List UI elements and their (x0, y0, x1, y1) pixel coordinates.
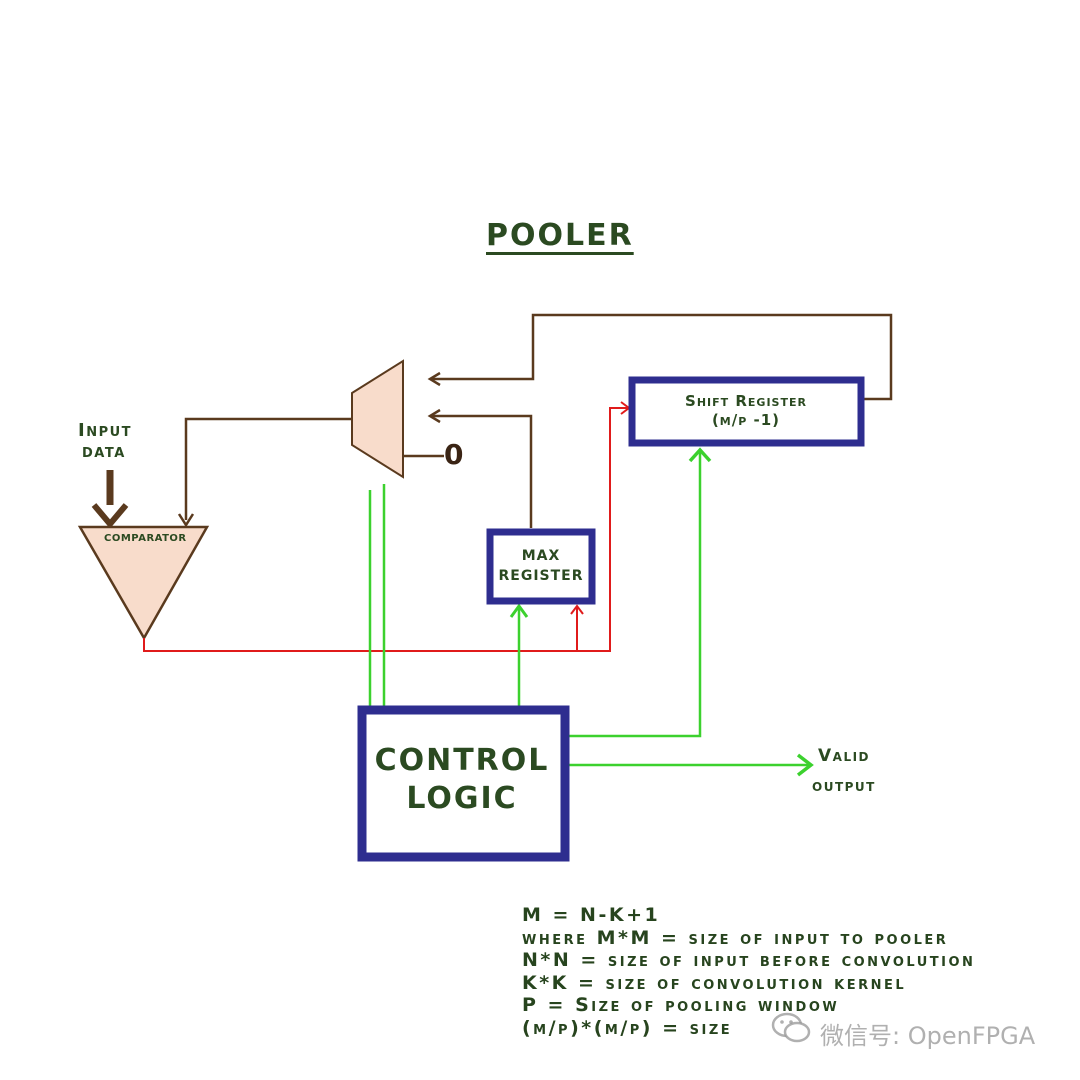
control-wires (368, 447, 814, 777)
mux-output-wire (184, 417, 352, 520)
input-data-arrowhead (91, 503, 129, 529)
note-line: N*N = size of input before convolution (522, 949, 976, 971)
shift-feedback-wire (430, 313, 893, 401)
control-logic-label-line2: LOGIC (406, 781, 518, 816)
max-green-arrowhead (509, 603, 529, 618)
max-register-label: MAX REGISTER (494, 546, 588, 586)
watermark-text: 微信号: OpenFPGA (820, 1022, 1036, 1050)
shift-green-arrowhead (688, 447, 712, 463)
note-line: M = N-K+1 (522, 904, 661, 926)
valid-output-label: Valid output (812, 741, 876, 801)
data-arrowheads (91, 371, 441, 529)
shift-register-label-line1: Shift Register (685, 392, 807, 410)
control-logic-block (357, 705, 570, 862)
comparator-arrowhead (177, 513, 195, 528)
max-red-arrowhead (570, 604, 584, 615)
note-line: P = Size of pooling window (522, 994, 840, 1016)
mux-mid-arrowhead (427, 408, 441, 424)
valid-output-label-line2: output (812, 776, 876, 796)
page-title: POOLER (486, 218, 634, 253)
shift-enable-wire (568, 450, 702, 738)
compare-result-wire (143, 407, 628, 652)
max-register-label-line2: REGISTER (498, 568, 584, 584)
control-logic-label: CONTROL LOGIC (368, 742, 556, 818)
input-data-label-line1: Input (78, 420, 133, 441)
max-register-block (486, 528, 596, 605)
mux-top-arrowhead (427, 371, 441, 387)
multiplexer (351, 359, 404, 479)
note-line: where M*M = size of input to pooler (522, 926, 949, 949)
data-wires (106, 313, 893, 528)
notes-block: M = N-K+1 where M*M = size of input to p… (522, 904, 975, 1039)
control-logic-label-line1: CONTROL (374, 743, 550, 778)
comparator-label: COMPARATOR (104, 533, 187, 544)
shift-register-label-line2: (m/p -1) (711, 411, 781, 429)
shift-register-block (628, 376, 865, 447)
input-data-label: Input data (78, 420, 132, 462)
input-data-label-line2: data (82, 441, 126, 462)
shift-register-label: Shift Register (m/p -1) (633, 392, 859, 430)
valid-green-arrowhead (796, 753, 814, 777)
wechat-icon (771, 1012, 811, 1043)
max-register-label-line1: MAX (521, 548, 561, 564)
note-line: (m/p)*(m/p) = size (522, 1016, 733, 1039)
comparator-triangle (77, 525, 210, 641)
mux-zero-label: 0 (444, 438, 464, 471)
valid-output-label-line1: Valid (818, 746, 871, 766)
max-feedback-wire (430, 414, 533, 528)
note-line: K*K = size of convolution kernel (522, 971, 907, 994)
